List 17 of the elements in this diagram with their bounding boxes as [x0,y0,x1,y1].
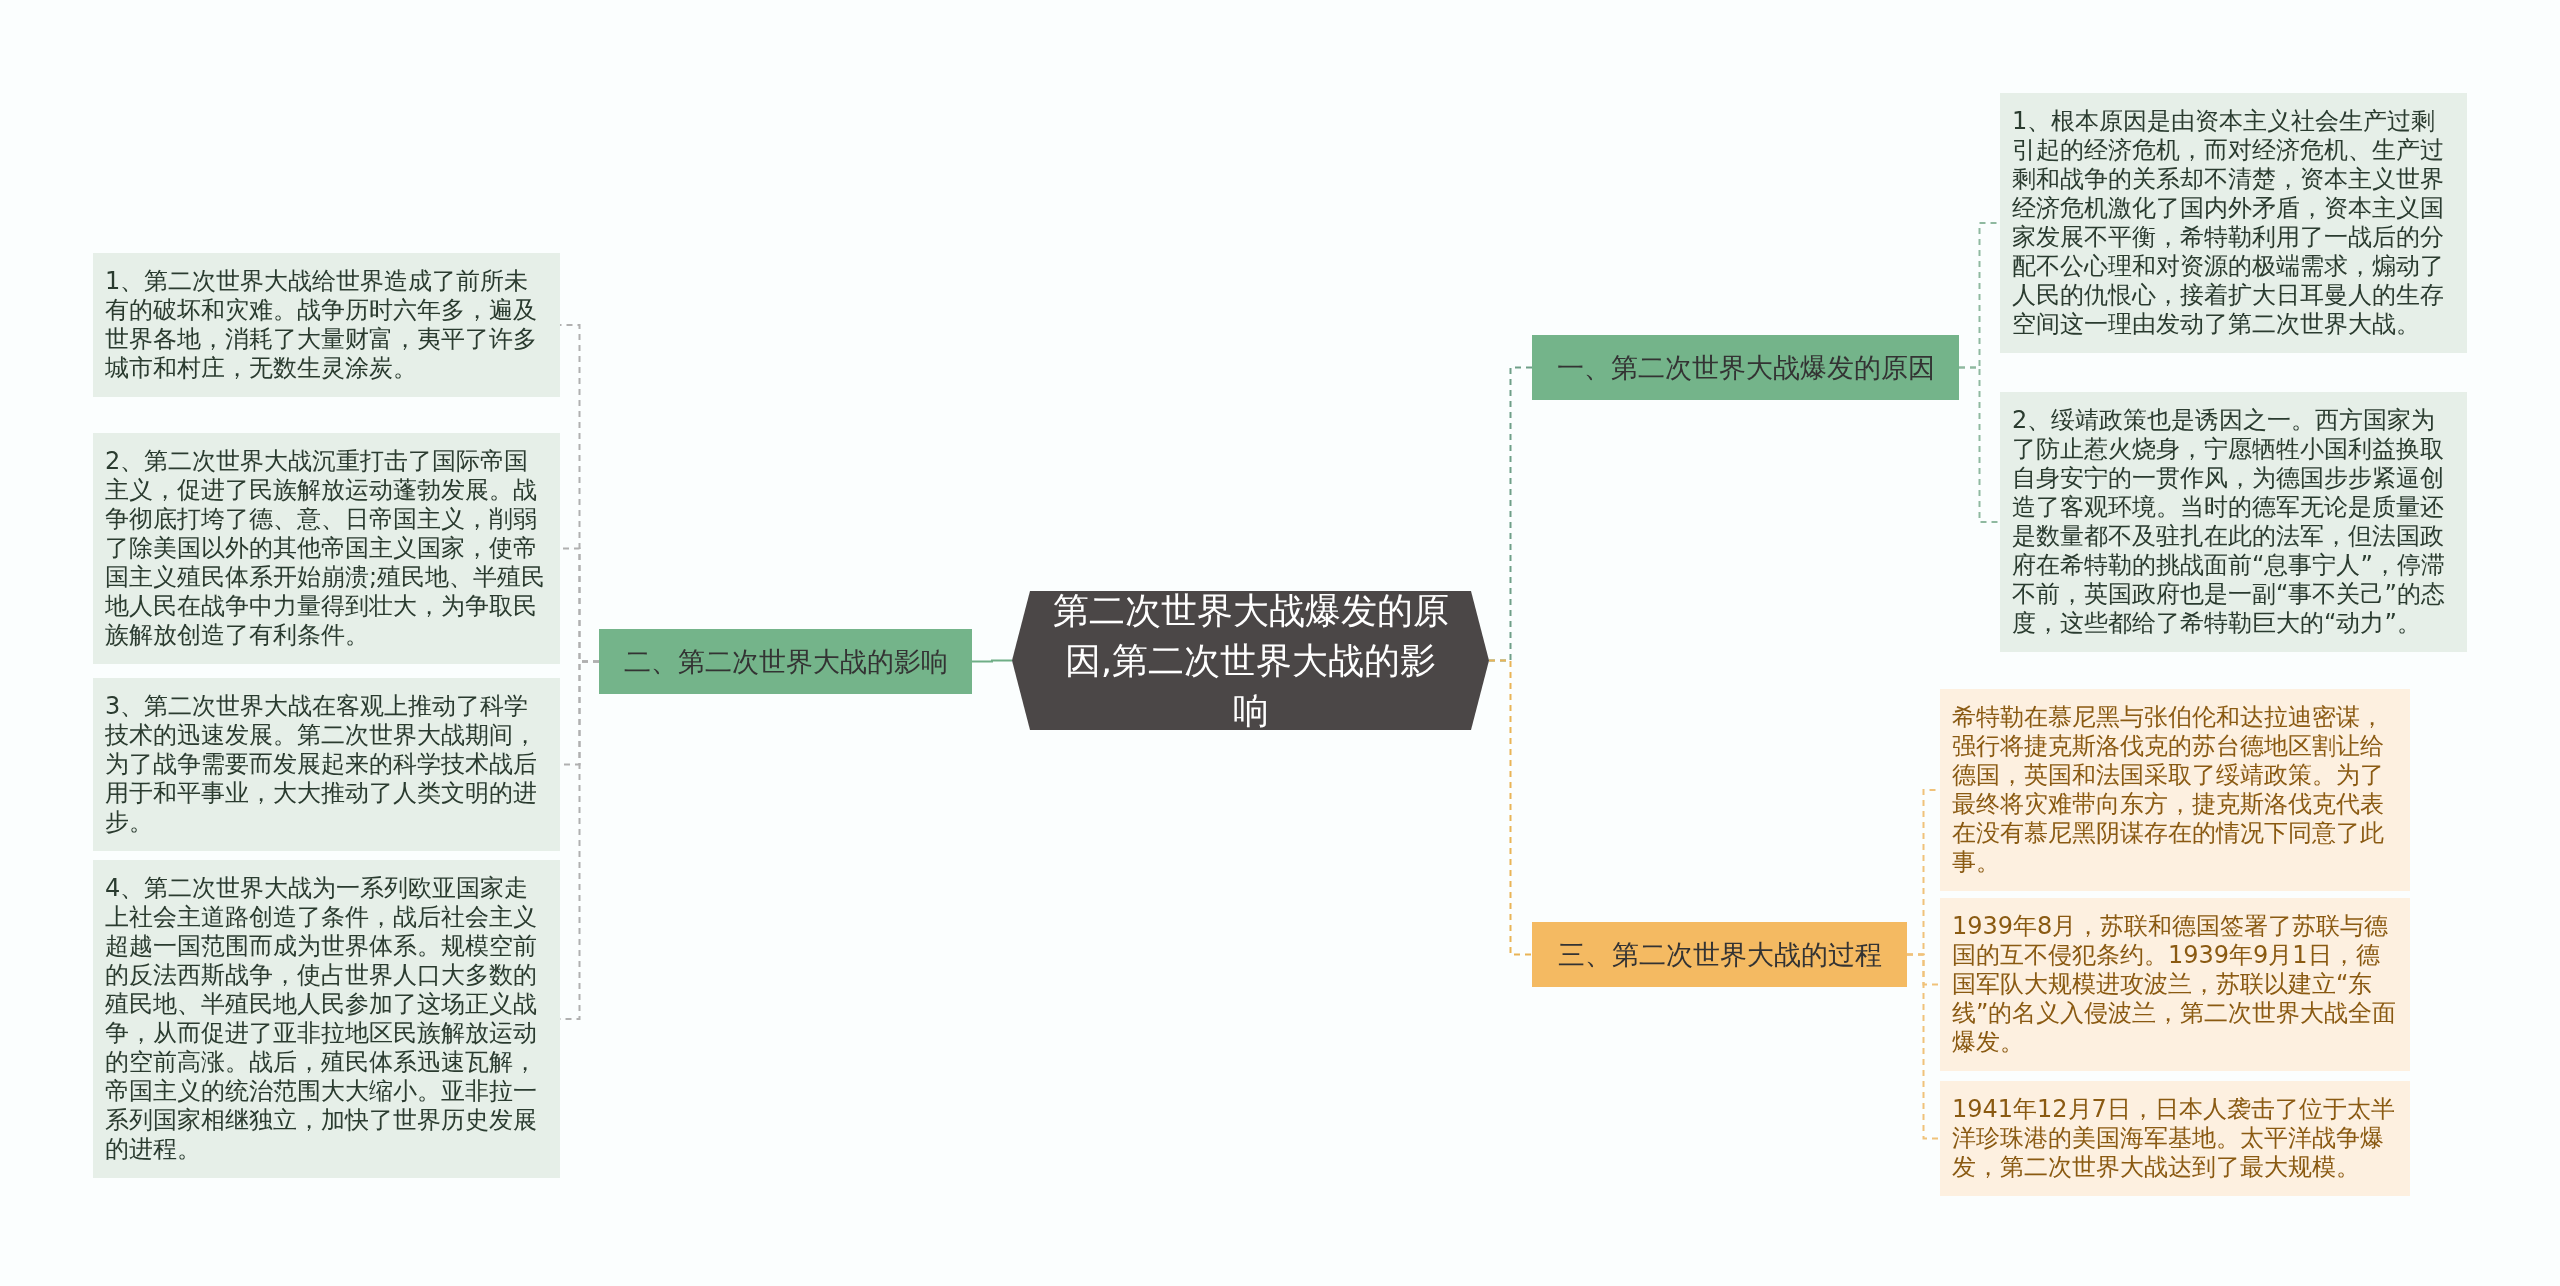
connector-line [971,659,1013,663]
note-box: 2、第二次世界大战沉重打击了国际帝国主义，促进了民族解放运动蓬勃发展。战争彻底打垮了德、意、日帝国主义，削弱了除美国以外的其他帝国主义国家，使帝国主义殖民体系开始崩溃;殖民地、半殖民地人民在战争中力量得到壮大，为争取民族解放创造了有利条件。 [93,433,560,664]
note-box: 1941年12月7日，日本人袭击了位于太半洋珍珠港的美国海军基地。太平洋战争爆发，第二次世界大战达到了最大规模。 [1940,1081,2410,1196]
note-box: 1、第二次世界大战给世界造成了前所未有的破坏和灾难。战争历时六年多，遍及世界各地，消耗了大量财富，夷平了许多城市和村庄，无数生灵涂炭。 [93,253,560,397]
note-box: 1、根本原因是由资本主义社会生产过剩引起的经济危机，而对经济危机、生产过剩和战争的关系却不清楚，资本主义世界经济危机激化了国内外矛盾，资本主义国家发展不平衡，希特勒利用了一战后的分配不公心理和对资源的极端需求，煽动了人民的仇恨心，接着扩大日耳曼人的生存空间这一理由发动了第二次世界大战。 [2000,93,2467,353]
note-box: 3、第二次世界大战在客观上推动了科学技术的迅速发展。第二次世界大战期间，为了战争需要而发展起来的科学技术战后用于和平事业，大大推动了人类文明的进步。 [93,678,560,851]
topic-box: 一、第二次世界大战爆发的原因 [1532,335,1959,400]
note-box: 1939年8月，苏联和德国签署了苏联与德国的互不侵犯条约。1939年9月1日，德国军队大规模进攻波兰，苏联以建立“东线”的名义入侵波兰，第二次世界大战全面爆发。 [1940,898,2410,1071]
connector-line [1488,659,1533,956]
topic-box: 二、第二次世界大战的影响 [599,629,972,694]
connector-line [1958,366,2001,523]
note-box: 希特勒在慕尼黑与张伯伦和达拉迪密谋，强行将捷克斯洛伐克的苏台德地区割让给德国，英国和法国采取了绥靖政策。为了最终将灾难带向东方，捷克斯洛伐克代表在没有慕尼黑阴谋存在的情况下同意了此事。 [1940,689,2410,891]
connector-line [1906,953,1941,1140]
topic-box: 三、第二次世界大战的过程 [1532,922,1907,987]
note-box: 2、绥靖政策也是诱因之一。西方国家为了防止惹火烧身，宁愿牺牲小国利益换取自身安宁的一贯作风，为德国步步紧逼创造了客观环境。当时的德军无论是质量还是数量都不及驻扎在此的法军，但法国政府在希特勒的挑战面前“息事宁人”，停滞不前，英国政府也是一副“事不关己”的态度，这些都给了希特勒巨大的“动力”。 [2000,392,2467,652]
central-topic: 第二次世界大战爆发的原因,第二次世界大战的影响 [1012,591,1489,730]
note-box: 4、第二次世界大战为一系列欧亚国家走上社会主道路创造了条件，战后社会主义超越一国范围而成为世界体系。规模空前的反法西斯战争，使占世界人口大多数的殖民地、半殖民地人民参加了这场正义战争，从而促进了亚非拉地区民族解放运动的空前高涨。战后，殖民体系迅速瓦解，帝国主义的统治范围大大缩小。亚非拉一系列国家相继独立，加快了世界历史发展的进程。 [93,860,560,1178]
